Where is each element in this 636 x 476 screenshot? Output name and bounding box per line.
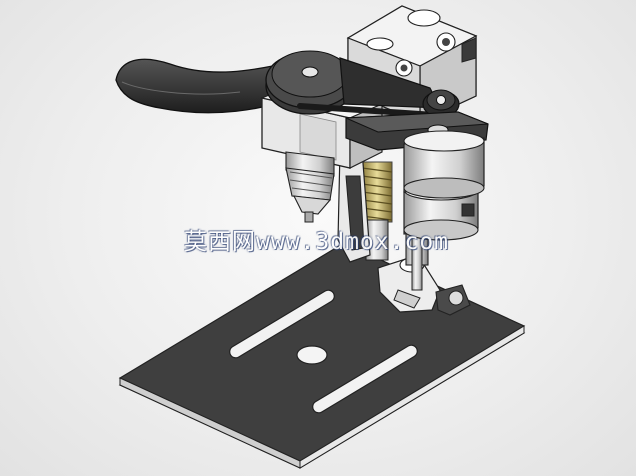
base-slot-left [229, 289, 335, 359]
side-bracket [337, 149, 371, 263]
motor-cylinder [403, 130, 485, 199]
watermark-text: 莫西网www.3dmox.com [184, 229, 450, 255]
base-center-hole [296, 345, 328, 365]
base-slot-right [312, 344, 418, 414]
return-spring [361, 161, 393, 261]
drill-chuck [285, 151, 335, 223]
large-pulley [265, 50, 355, 115]
